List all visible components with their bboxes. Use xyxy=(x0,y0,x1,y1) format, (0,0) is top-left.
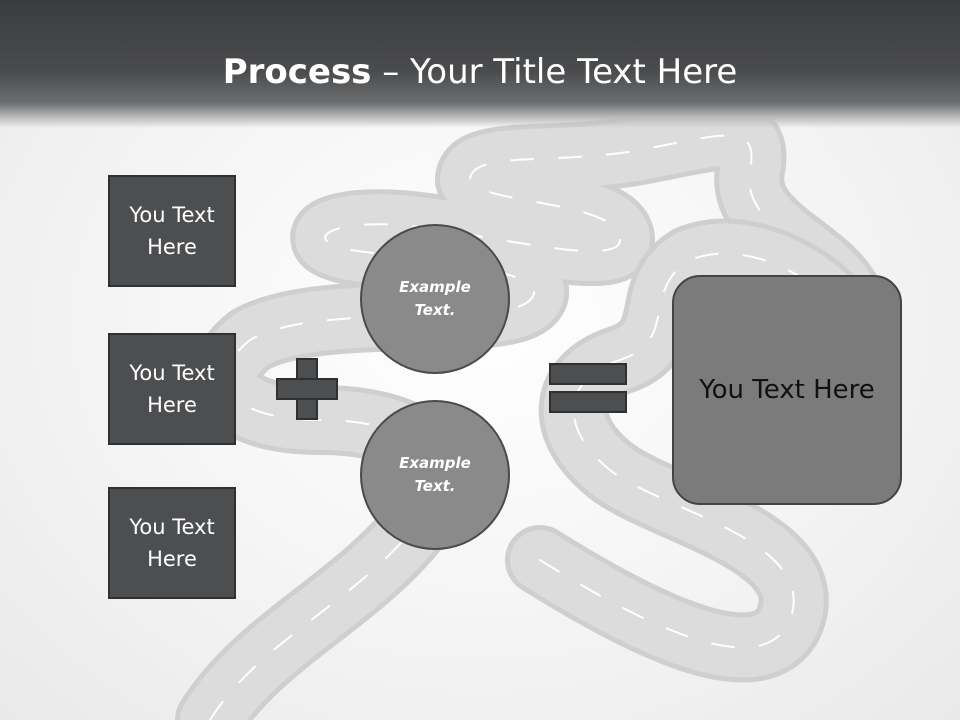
title-rest: – Your Title Text Here xyxy=(371,52,738,92)
example-circle-1-label: Example Text. xyxy=(399,278,471,319)
title-bar xyxy=(0,0,960,128)
example-circle-2[interactable]: Example Text. xyxy=(360,400,510,550)
text-box-1[interactable]: You Text Here xyxy=(108,175,236,287)
slide-title: Process – Your Title Text Here xyxy=(0,52,960,92)
text-box-3[interactable]: You Text Here xyxy=(108,487,236,599)
title-bold: Process xyxy=(222,52,372,92)
equals-icon-bottom xyxy=(549,391,627,413)
plus-icon-center xyxy=(298,380,316,398)
result-box[interactable]: You Text Here xyxy=(672,275,902,505)
text-box-2[interactable]: You Text Here xyxy=(108,333,236,445)
equals-icon-top xyxy=(549,363,627,385)
example-circle-1[interactable]: Example Text. xyxy=(360,224,510,374)
example-circle-2-label: Example Text. xyxy=(399,454,471,495)
